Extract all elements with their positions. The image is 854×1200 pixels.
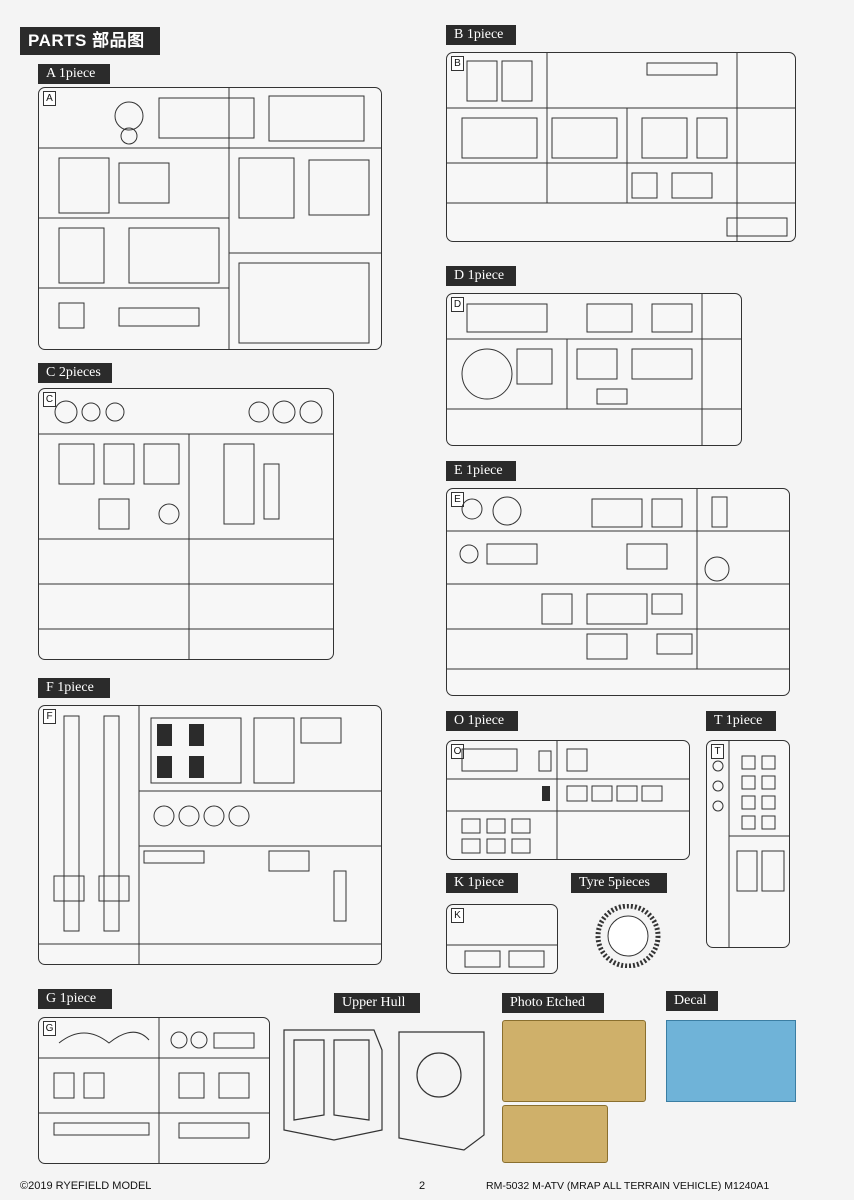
sprue-e-label: E 1piece (446, 461, 516, 481)
tyre-drawing (595, 904, 661, 968)
sprue-e-letter: E (451, 492, 464, 507)
sprue-d: D (446, 293, 742, 446)
sprue-o-label: O 1piece (446, 711, 518, 731)
sprue-b-letter: B (451, 56, 464, 71)
photo-etched-label: Photo Etched (502, 993, 604, 1013)
sprue-c: C (38, 388, 334, 660)
sprue-g-label: G 1piece (38, 989, 112, 1009)
upper-hull-label: Upper Hull (334, 993, 420, 1013)
sprue-f: F (38, 705, 382, 965)
sprue-t-label: T 1piece (706, 711, 776, 731)
sprue-f-label: F 1piece (38, 678, 110, 698)
sprue-k: K (446, 904, 558, 974)
sprue-g: G (38, 1017, 270, 1164)
sprue-b: B (446, 52, 796, 242)
page-title: PARTS 部品图 (20, 27, 160, 55)
sprue-b-parts (447, 53, 795, 241)
footer-page-number: 2 (419, 1180, 426, 1192)
sprue-t: T (706, 740, 790, 948)
sprue-a-label: A 1piece (38, 64, 110, 84)
sprue-o: O (446, 740, 690, 860)
footer-product: RM-5032 M-ATV (MRAP ALL TERRAIN VEHICLE)… (486, 1180, 770, 1192)
sprue-o-letter: O (451, 744, 464, 759)
sprue-f-parts (39, 706, 381, 964)
sprue-k-parts (447, 944, 557, 968)
sprue-a: A (38, 87, 382, 350)
sprue-d-label: D 1piece (446, 266, 516, 286)
sprue-c-parts (39, 400, 333, 659)
decal-sheet (666, 1020, 796, 1102)
sprue-d-letter: D (451, 297, 464, 312)
tyre-label: Tyre 5pieces (571, 873, 667, 893)
sprue-f-letter: F (43, 709, 56, 724)
photo-etched-sheet-1 (502, 1020, 646, 1102)
sprue-g-parts (39, 1018, 269, 1163)
sprue-c-letter: C (43, 392, 56, 407)
sprue-k-label: K 1piece (446, 873, 518, 893)
footer-copyright: ©2019 RYEFIELD MODEL (20, 1180, 152, 1192)
sprue-t-letter: T (711, 744, 724, 759)
sprue-a-parts (39, 88, 381, 349)
sprue-c-label: C 2pieces (38, 363, 112, 383)
sprue-d-parts (447, 294, 741, 445)
sprue-a-letter: A (43, 91, 56, 106)
sprue-e: E (446, 488, 790, 696)
sprue-t-parts (712, 741, 789, 947)
decal-label: Decal (666, 991, 718, 1011)
sprue-b-label: B 1piece (446, 25, 516, 45)
sprue-g-letter: G (43, 1021, 56, 1036)
upper-hull-drawing (283, 1029, 485, 1151)
sprue-o-parts (447, 741, 689, 859)
sprue-e-parts (447, 489, 789, 670)
sprue-k-letter: K (451, 908, 464, 923)
photo-etched-sheet-2 (502, 1105, 608, 1163)
